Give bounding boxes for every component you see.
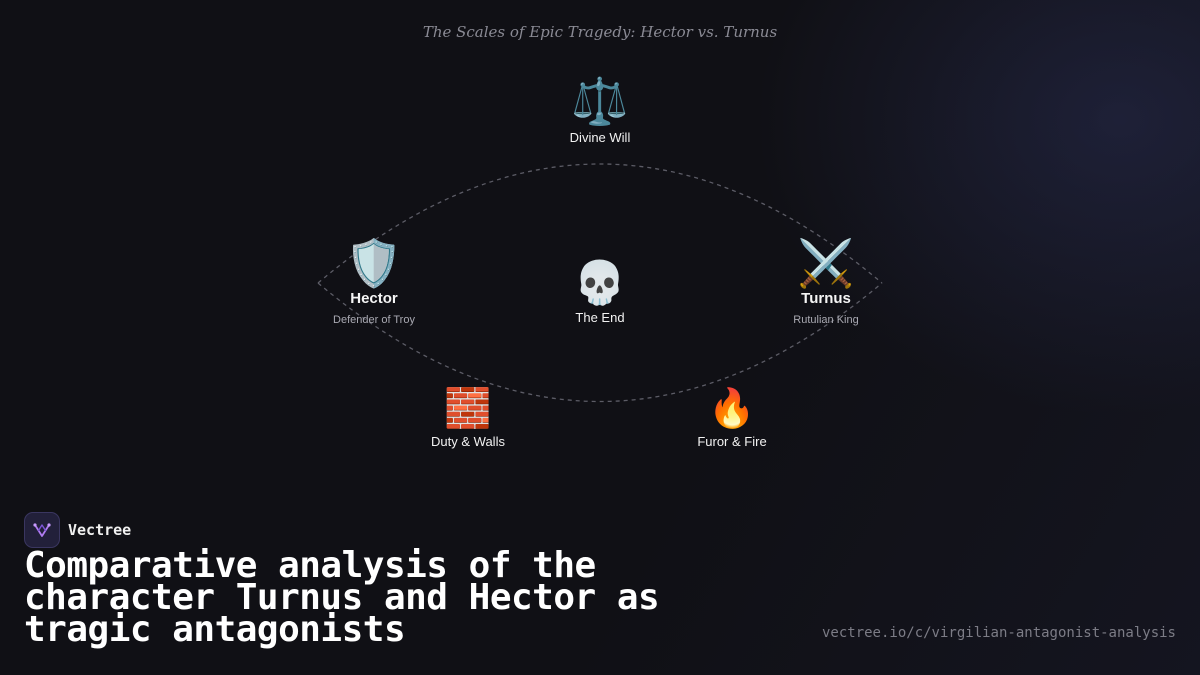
node-furor-fire: 🔥 Furor & Fire xyxy=(697,390,766,449)
brand-name: Vectree xyxy=(68,521,132,539)
page-headline: Comparative analysis of the character Tu… xyxy=(24,545,660,650)
skull-icon: 💀 xyxy=(573,259,627,306)
fire-icon: 🔥 xyxy=(708,388,756,430)
balance-scale-icon: ⚖️ xyxy=(571,75,629,127)
brick-wall-icon: 🧱 xyxy=(444,388,492,430)
node-name: Hector xyxy=(350,290,398,307)
node-name: Turnus xyxy=(801,290,851,307)
node-subtitle: Rutulian King xyxy=(793,314,859,326)
shield-icon: 🛡️ xyxy=(345,237,403,289)
node-divine-will: ⚖️ Divine Will xyxy=(570,78,631,145)
node-label: Divine Will xyxy=(569,130,631,145)
page-url[interactable]: vectree.io/c/virgilian-antagonist-analys… xyxy=(821,625,1176,641)
node-duty-walls: 🧱 Duty & Walls xyxy=(431,390,505,449)
diagram-title: The Scales of Epic Tragedy: Hector vs. T… xyxy=(422,23,778,41)
node-the-end: 💀 The End xyxy=(573,259,627,326)
node-subtitle: Defender of Troy xyxy=(333,314,415,326)
vectree-logo-icon xyxy=(24,512,60,548)
node-label: Furor & Fire xyxy=(697,434,767,449)
crossed-swords-icon: ⚔️ xyxy=(797,237,855,289)
connector-upper-arc xyxy=(317,163,883,284)
brand[interactable]: Vectree xyxy=(24,512,131,548)
node-hector: 🛡️ Hector Defender of Troy xyxy=(333,240,415,326)
node-label: The End xyxy=(575,310,625,325)
connector-lower-arc xyxy=(317,282,883,402)
node-label: Duty & Walls xyxy=(431,434,505,449)
node-turnus: ⚔️ Turnus Rutulian King xyxy=(793,240,858,326)
